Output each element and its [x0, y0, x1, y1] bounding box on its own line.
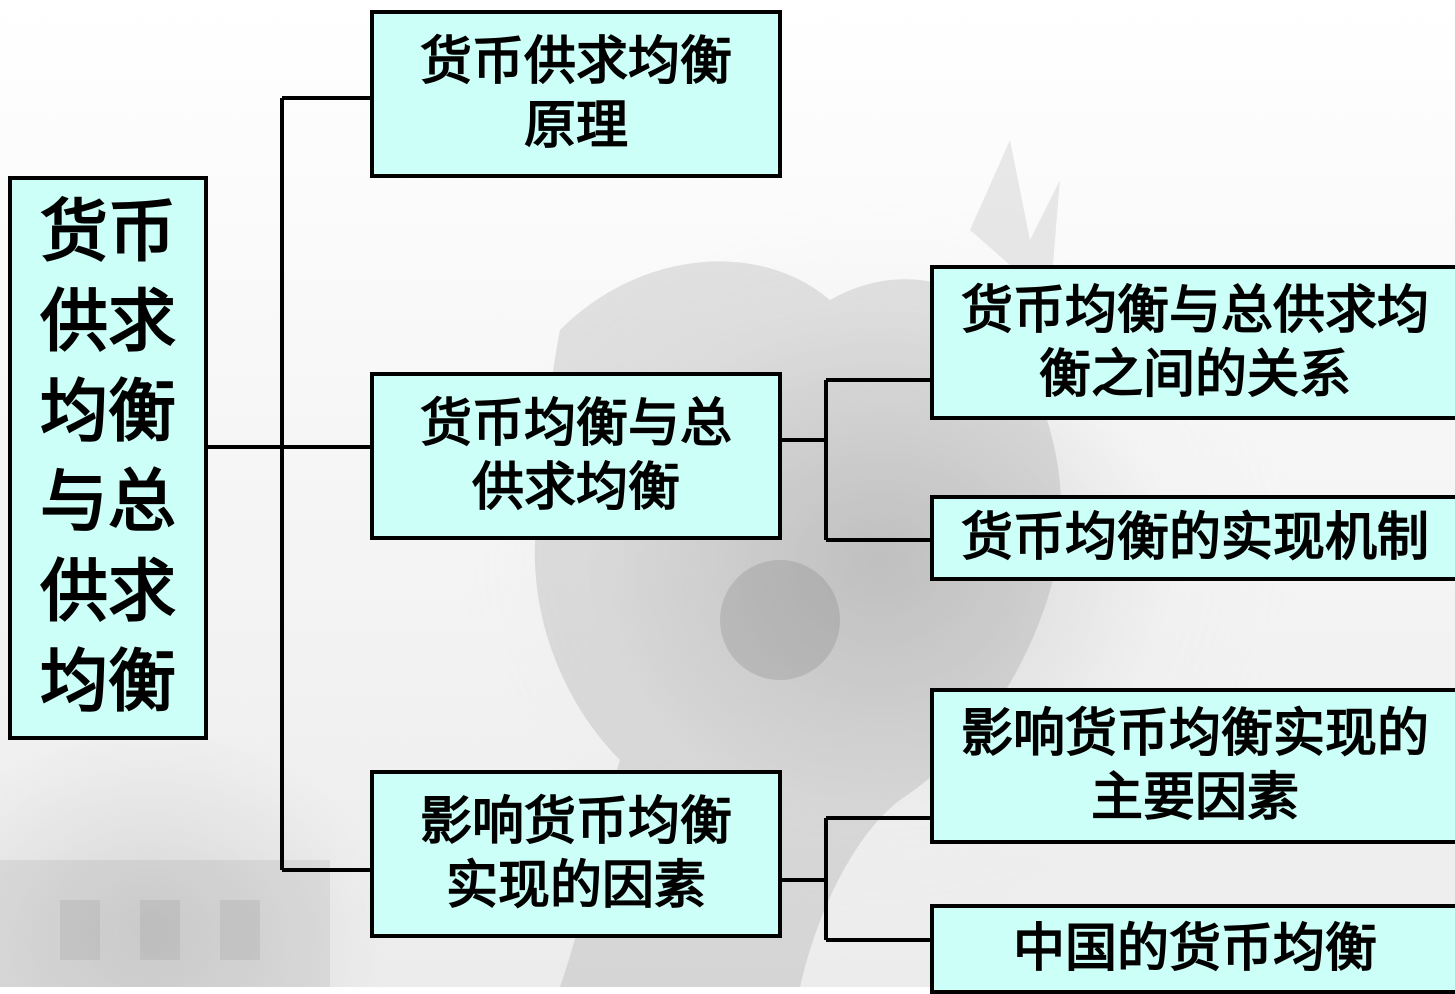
leaf-mechanism: 货币均衡的实现机制: [930, 495, 1455, 581]
leaf-china: 中国的货币均衡: [930, 904, 1455, 994]
leaf-main-factors-label: 影响货币均衡实现的主要因素: [960, 704, 1429, 828]
leaf-main-factors: 影响货币均衡实现的主要因素: [930, 688, 1455, 844]
node-factors-label: 影响货币均衡实现的因素: [419, 792, 732, 916]
leaf-relationship-label: 货币均衡与总供求均衡之间的关系: [960, 280, 1429, 405]
node-factors: 影响货币均衡实现的因素: [370, 770, 782, 938]
leaf-relationship: 货币均衡与总供求均衡之间的关系: [930, 265, 1455, 420]
leaf-china-label: 中国的货币均衡: [1012, 919, 1377, 979]
leaf-mechanism-label: 货币均衡的实现机制: [960, 508, 1429, 568]
root-node: 货币供求均衡与总供求均衡: [8, 176, 208, 740]
node-principle: 货币供求均衡原理: [370, 10, 782, 178]
node-equilibrium-relation-label: 货币均衡与总供求均衡: [419, 394, 732, 518]
root-node-label: 货币供求均衡与总供求均衡: [39, 193, 176, 722]
node-principle-label: 货币供求均衡原理: [419, 32, 732, 156]
node-equilibrium-relation: 货币均衡与总供求均衡: [370, 372, 782, 540]
